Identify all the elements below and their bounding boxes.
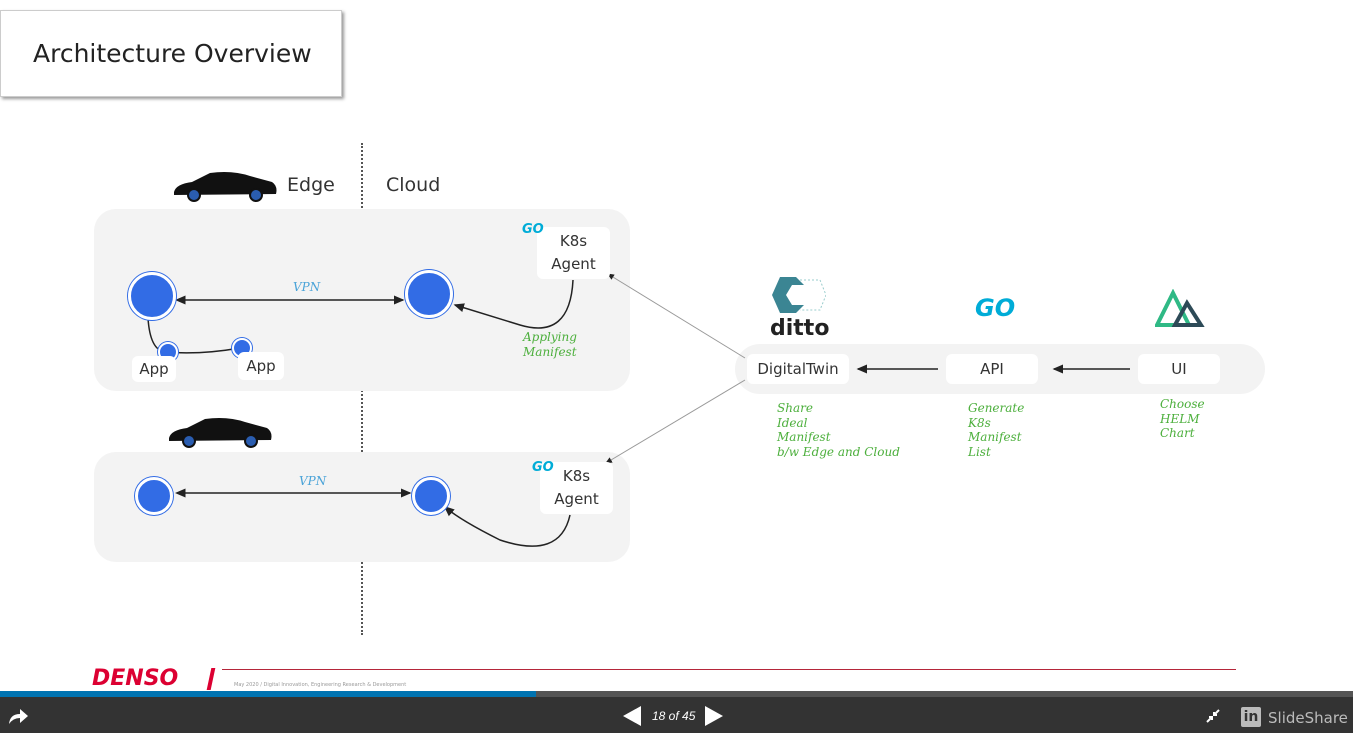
exit-fullscreen-icon[interactable] (1206, 709, 1220, 723)
vpn-label: VPN (299, 474, 327, 488)
car-icon (174, 172, 277, 202)
car-icon (169, 418, 272, 448)
kubernetes-master-icon (405, 270, 453, 318)
ui-note: Choose HELM Chart (1160, 397, 1205, 440)
go-logo: GO (975, 294, 1016, 322)
app-box: App (238, 352, 284, 380)
api-note: Generate K8s Manifest List (968, 401, 1025, 459)
app-box: App (132, 356, 176, 382)
ditto-logo: ditto (770, 316, 830, 341)
cloud-label: Cloud (386, 174, 441, 196)
footer-line (222, 669, 1236, 670)
denso-logo: DENSO (92, 666, 179, 691)
kubernetes-master-icon (412, 477, 450, 515)
footer-text: May 2020 / Digital Innovation, Engineeri… (234, 682, 407, 688)
edge-label: Edge (287, 174, 335, 196)
linkedin-icon[interactable]: in (1241, 707, 1261, 727)
ditto-logo-icon (772, 277, 826, 313)
slideshare-brand[interactable]: SlideShare (1268, 709, 1348, 727)
nuxt-logo-icon (1155, 289, 1205, 327)
api-box: API (946, 354, 1038, 384)
digitaltwin-box: DigitalTwin (747, 354, 849, 384)
k8s-agent-box: K8s Agent (537, 227, 610, 279)
kubernetes-node-icon (135, 477, 173, 515)
progress-fill (0, 691, 536, 697)
slide-title: Architecture Overview (0, 10, 342, 97)
next-slide-icon[interactable] (705, 706, 723, 726)
player-toolbar (0, 697, 1353, 733)
go-logo: GO (522, 222, 544, 237)
digitaltwin-note: Share Ideal Manifest b/w Edge and Cloud (777, 401, 900, 459)
go-logo: GO (532, 460, 554, 475)
progress-track[interactable] (0, 691, 1353, 697)
k8s-agent-box: K8s Agent (540, 462, 613, 514)
applying-manifest-note: Applying Manifest (523, 330, 577, 359)
kubernetes-node-icon (128, 272, 176, 320)
ui-box: UI (1138, 354, 1220, 384)
vpn-label: VPN (293, 280, 321, 294)
previous-slide-icon[interactable] (623, 706, 641, 726)
page-counter: 18 of 45 (652, 709, 696, 723)
share-icon[interactable] (7, 706, 29, 726)
